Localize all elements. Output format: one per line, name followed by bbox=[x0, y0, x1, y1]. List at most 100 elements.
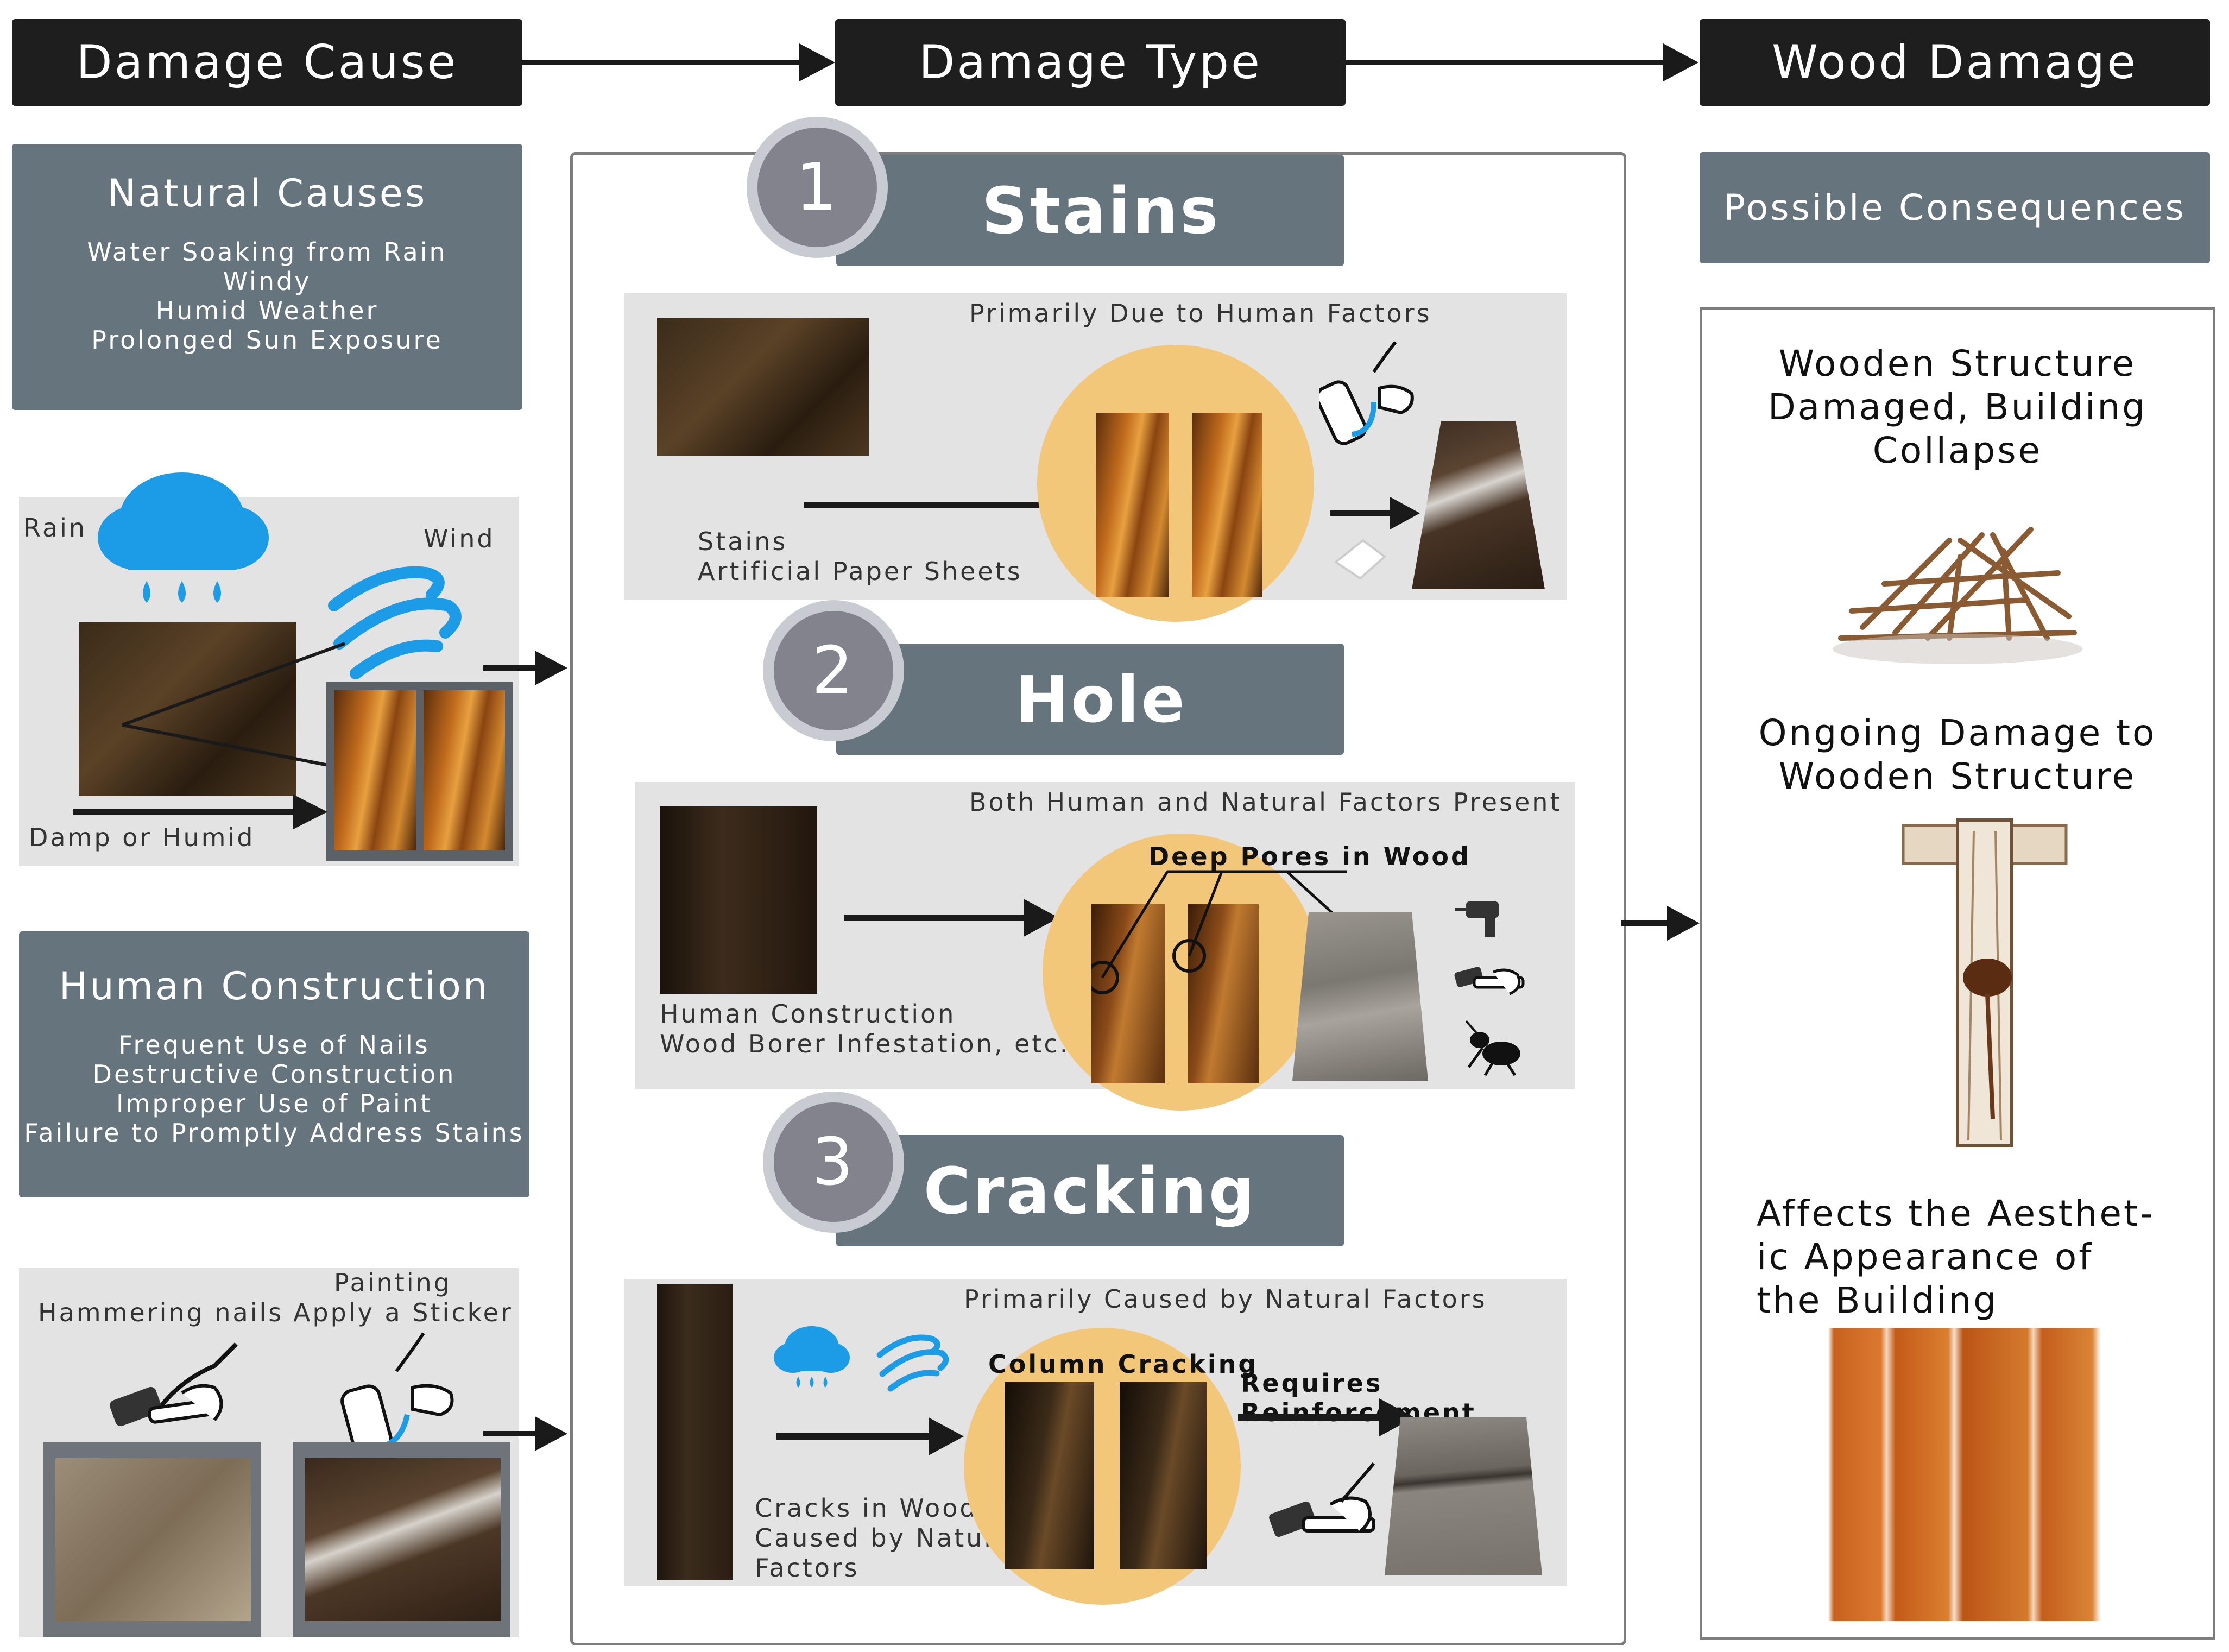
cracking-wood-photo bbox=[1120, 1382, 1207, 1569]
cloud-rain-icon bbox=[98, 472, 269, 603]
weather-to-type-arrow bbox=[483, 651, 567, 685]
sticker-label: Apply a Sticker bbox=[293, 1298, 513, 1327]
hole-building-photo bbox=[660, 806, 817, 994]
callout-label: Column Cracking bbox=[988, 1350, 1259, 1379]
natural-causes-title: Natural Causes bbox=[107, 171, 427, 216]
type-to-damage-arrow bbox=[1621, 906, 1700, 941]
type-band-stains: Stains bbox=[836, 155, 1344, 266]
consequence-line: Collapse bbox=[1872, 430, 2043, 471]
cracked-board-photo bbox=[1385, 1417, 1542, 1575]
type-name: Hole bbox=[1015, 661, 1187, 737]
holed-wood-photo bbox=[1188, 904, 1259, 1083]
possible-consequences-title: Possible Consequences bbox=[1723, 187, 2186, 229]
damp-arrow bbox=[73, 795, 327, 829]
peeling-board-photo bbox=[1412, 421, 1545, 589]
natural-cause-item: Water Soaking from Rain bbox=[87, 237, 447, 267]
hole-arrow bbox=[844, 899, 1059, 937]
callout-label: Requires Reinforcement bbox=[1241, 1369, 1476, 1427]
natural-cause-item: Windy bbox=[223, 267, 312, 296]
type-panel-hole: Both Human and Natural Factors Present H… bbox=[635, 782, 1575, 1111]
natural-causes-box: Natural Causes Water Soaking from Rain W… bbox=[12, 144, 522, 410]
wind-icon bbox=[876, 1334, 949, 1392]
wind-label: Wind bbox=[424, 524, 495, 553]
drill-icon bbox=[1455, 901, 1499, 937]
stained-wood-photo bbox=[1192, 413, 1262, 597]
consequence-line: the Building bbox=[1757, 1279, 1999, 1321]
header-damage-cause-label: Damage Cause bbox=[76, 35, 458, 90]
type-name: Cracking bbox=[923, 1153, 1257, 1228]
human-construction-box: Human Construction Frequent Use of Nails… bbox=[19, 931, 529, 1197]
consequence-line: ic Appearance of bbox=[1757, 1236, 2094, 1278]
consequence-item: Wooden Structure Damaged, Building Colla… bbox=[1702, 342, 2213, 472]
consequence-line: Damaged, Building bbox=[1767, 386, 2148, 428]
nail-photo-frame bbox=[43, 1442, 261, 1637]
stain-building-photo bbox=[657, 318, 869, 456]
crack-arrow bbox=[776, 1417, 964, 1455]
type-number: 2 bbox=[811, 633, 856, 709]
paper-sheet-icon bbox=[1334, 539, 1387, 580]
type-panel-cracking: Primarily Caused by Natural Factors Crac… bbox=[624, 1279, 1567, 1605]
natural-cause-item: Prolonged Sun Exposure bbox=[91, 325, 443, 355]
type-desc: Human Construction bbox=[660, 999, 956, 1029]
header-wood-damage-label: Wood Damage bbox=[1771, 35, 2138, 90]
peeling-paint-photo bbox=[305, 1458, 501, 1621]
nailed-wall-photo bbox=[55, 1458, 251, 1621]
type-desc: Wood Borer Infestation, etc. bbox=[660, 1029, 1070, 1058]
human-panel: Hammering nails Painting Apply a Sticker bbox=[19, 1268, 519, 1637]
header-damage-type: Damage Type bbox=[835, 19, 1346, 106]
type-name: Stains bbox=[981, 173, 1221, 248]
hammer-hand-icon bbox=[1454, 967, 1525, 995]
human-cause-item: Improper Use of Paint bbox=[116, 1089, 432, 1118]
hammering-label: Hammering nails bbox=[38, 1298, 284, 1327]
type-number: 3 bbox=[811, 1124, 856, 1200]
paint-photo-frame bbox=[293, 1442, 510, 1637]
callout-lines bbox=[1091, 870, 1348, 994]
consequence-item: Affects the Aesthet- ic Appearance of th… bbox=[1757, 1192, 2213, 1322]
natural-cause-item: Humid Weather bbox=[155, 296, 379, 325]
consequence-line: Wooden Structure bbox=[1778, 343, 2137, 384]
type-band-hole: Hole bbox=[836, 644, 1344, 755]
wooden-house-photo bbox=[79, 622, 296, 796]
cracking-wood-photo bbox=[1005, 1382, 1094, 1569]
callout-label: Deep Pores in Wood bbox=[1148, 842, 1471, 871]
consequence-line: Affects the Aesthet- bbox=[1757, 1193, 2155, 1234]
type-number-badge: 1 bbox=[747, 117, 888, 258]
cloud-rain-icon bbox=[774, 1326, 850, 1388]
header-wood-damage: Wood Damage bbox=[1700, 19, 2210, 106]
collapsed-building-sketch bbox=[1833, 527, 2082, 664]
hammer-hand-icon bbox=[109, 1342, 238, 1427]
type-factor: Primarily Caused by Natural Factors bbox=[964, 1284, 1487, 1314]
highlight-circle bbox=[1037, 345, 1314, 622]
type-number-badge: 3 bbox=[763, 1092, 904, 1233]
highlight-circle bbox=[1043, 834, 1319, 1111]
termite-icon bbox=[1465, 1020, 1520, 1076]
human-cause-item: Destructive Construction bbox=[92, 1060, 456, 1089]
hammer-hand-icon bbox=[1269, 1462, 1375, 1537]
header-damage-cause: Damage Cause bbox=[12, 19, 522, 106]
weathered-boards-sketch bbox=[1816, 1328, 2110, 1621]
type-factor: Primarily Due to Human Factors bbox=[969, 299, 1432, 328]
possible-consequences-box: Possible Consequences bbox=[1700, 152, 2210, 263]
paint-roller-hand-icon bbox=[340, 1332, 454, 1456]
type-desc: Factors bbox=[755, 1553, 860, 1582]
reinforce-arrow bbox=[1238, 1398, 1415, 1436]
wood-closeup-photo bbox=[334, 690, 416, 850]
type-number-badge: 2 bbox=[763, 600, 904, 741]
small-arrow bbox=[1330, 497, 1420, 529]
weather-panel: Rain Wind Damp or Humid bbox=[19, 472, 519, 866]
type-band-cracking: Cracking bbox=[836, 1135, 1344, 1246]
human-cause-item: Frequent Use of Nails bbox=[118, 1030, 430, 1060]
type-panel-stains: Primarily Due to Human Factors Stains Ar… bbox=[624, 293, 1567, 622]
type-desc: Cracks in Wood bbox=[755, 1493, 978, 1523]
type-desc: Artificial Paper Sheets bbox=[698, 557, 1022, 586]
damaged-post-sketch bbox=[1902, 818, 2068, 1147]
worn-board-photo bbox=[1292, 912, 1428, 1081]
consequence-line: Wooden Structure bbox=[1778, 755, 2137, 797]
consequence-line: Ongoing Damage to bbox=[1758, 712, 2157, 754]
painting-label: Painting bbox=[334, 1268, 452, 1297]
wind-icon bbox=[328, 566, 462, 679]
zoom-lines bbox=[121, 642, 346, 770]
type-desc: Stains bbox=[698, 527, 788, 556]
type-desc: Caused by Natural bbox=[755, 1523, 1024, 1553]
human-cause-item: Failure to Promptly Address Stains bbox=[24, 1118, 525, 1147]
